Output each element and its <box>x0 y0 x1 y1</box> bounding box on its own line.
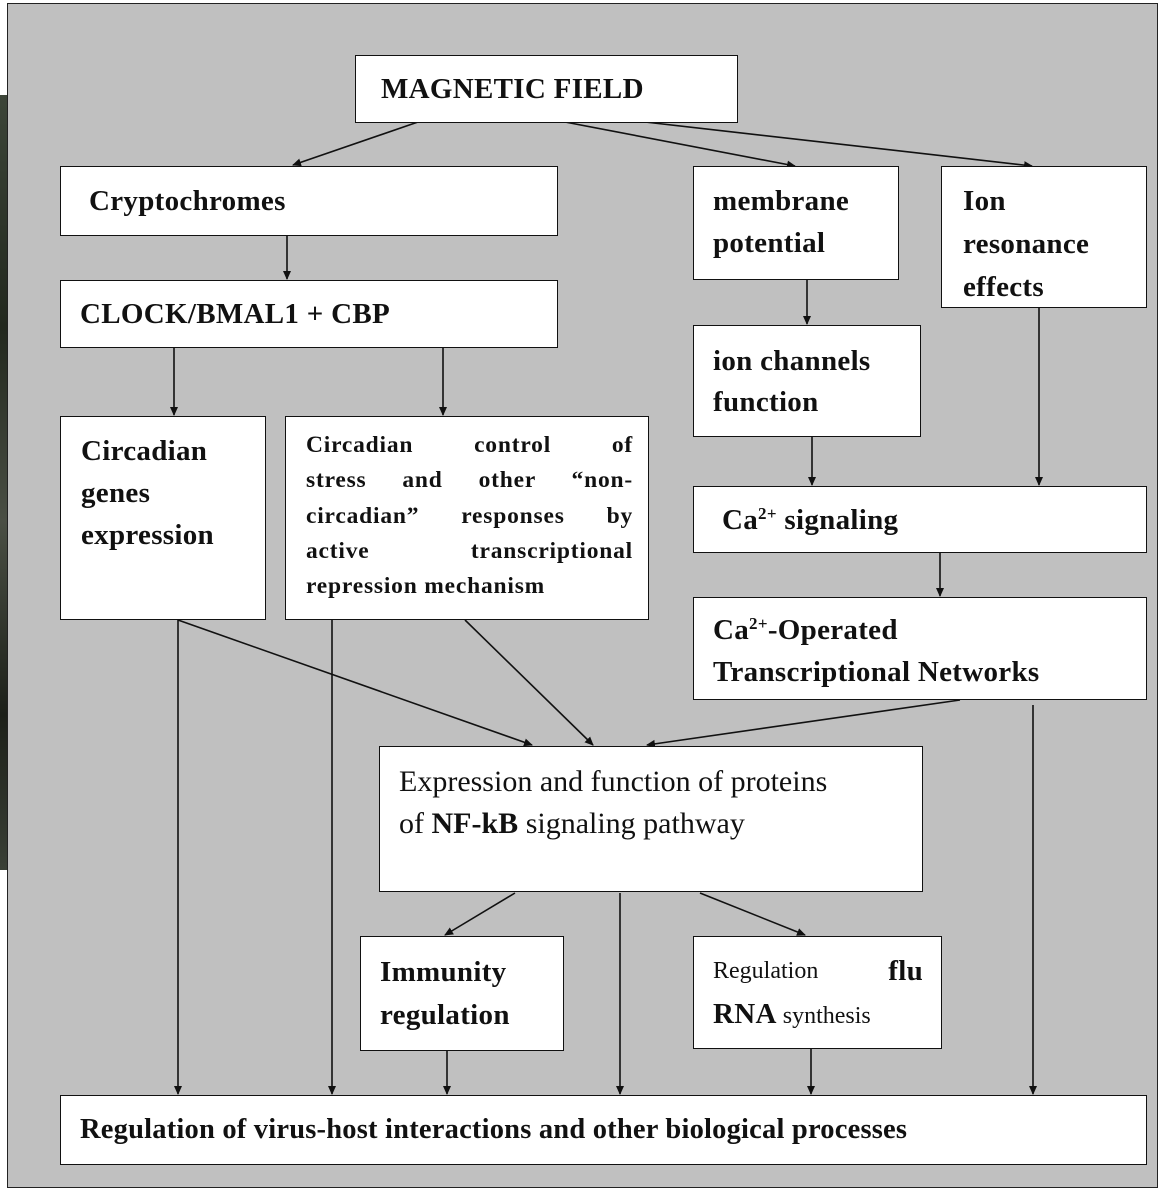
flu-rna-box: Regulation flu RNA synthesis <box>693 936 942 1049</box>
ca-signaling-box: Ca2+ signaling <box>693 486 1147 553</box>
circadian-control-line-1: Circadian control of <box>306 432 633 458</box>
ca-operated-text: -Operated <box>767 614 898 646</box>
ion-channels-box: ion channels function <box>693 325 921 437</box>
ca-operated-charge: 2+ <box>749 614 768 633</box>
virus-host-label: Regulation of virus-host interactions an… <box>80 1114 908 1145</box>
ion-channels-line-2: function <box>713 386 819 418</box>
immunity-line-1: Immunity <box>380 956 507 988</box>
flu-rna-rna: RNA <box>713 998 777 1030</box>
ion-resonance-line-3: effects <box>963 271 1044 303</box>
ca-operated-line-1: Ca2+-Operated <box>713 609 898 651</box>
flu-rna-synthesis: synthesis <box>776 1003 871 1029</box>
cryptochromes-label: Cryptochromes <box>89 185 286 217</box>
clock-bmal1-box: CLOCK/BMAL1 + CBP <box>60 280 558 348</box>
flu-rna-regulation: Regulation <box>713 958 819 984</box>
membrane-potential-box: membrane potential <box>693 166 899 280</box>
magnetic-field-box: MAGNETIC FIELD <box>355 55 738 123</box>
circadian-control-line-2: stress and other “non- <box>306 467 633 493</box>
virus-host-box: Regulation of virus-host interactions an… <box>60 1095 1147 1165</box>
background-photo-strip <box>0 95 8 870</box>
ca-operated-box: Ca2+-Operated Transcriptional Networks <box>693 597 1147 700</box>
ca-signaling-label: Ca2+ signaling <box>722 499 898 541</box>
nfkb-line-2: of NF-kB signaling pathway <box>399 803 745 845</box>
circadian-genes-line-3: expression <box>81 519 214 551</box>
immunity-line-2: regulation <box>380 999 510 1031</box>
nfkb-box: Expression and function of proteins of N… <box>379 746 923 892</box>
cryptochromes-box: Cryptochromes <box>60 166 558 236</box>
circadian-control-line-4: active transcriptional <box>306 538 633 564</box>
flu-rna-line-2: RNA synthesis <box>713 993 871 1037</box>
membrane-potential-line-1: membrane <box>713 185 850 217</box>
clock-bmal1-label: CLOCK/BMAL1 + CBP <box>80 298 391 330</box>
nfkb-term: NF-kB <box>431 807 519 840</box>
circadian-genes-line-2: genes <box>81 477 151 509</box>
ion-resonance-line-1: Ion <box>963 185 1006 217</box>
ca-signaling-ca: Ca <box>722 504 759 536</box>
nfkb-of: of <box>399 807 432 840</box>
membrane-potential-line-2: potential <box>713 227 826 259</box>
ion-resonance-box: Ion resonance effects <box>941 166 1147 308</box>
ca-operated-ca: Ca <box>713 614 750 646</box>
ion-resonance-line-2: resonance <box>963 228 1090 260</box>
nfkb-pathway: signaling pathway <box>518 807 745 840</box>
circadian-control-line-3: circadian” responses by <box>306 503 633 529</box>
ca-signaling-charge: 2+ <box>758 504 777 523</box>
circadian-genes-line-1: Circadian <box>81 435 208 467</box>
ca-operated-line-2: Transcriptional Networks <box>713 656 1040 688</box>
circadian-genes-box: Circadian genes expression <box>60 416 266 620</box>
flu-rna-flu: flu <box>888 955 923 987</box>
ca-signaling-text: signaling <box>776 504 899 536</box>
immunity-box: Immunity regulation <box>360 936 564 1051</box>
nfkb-line-1: Expression and function of proteins <box>399 765 828 798</box>
ion-channels-line-1: ion channels <box>713 345 871 377</box>
magnetic-field-label: MAGNETIC FIELD <box>381 73 644 105</box>
circadian-control-box: Circadian control of stress and other “n… <box>285 416 649 620</box>
circadian-control-line-5: repression mechanism <box>306 573 546 599</box>
